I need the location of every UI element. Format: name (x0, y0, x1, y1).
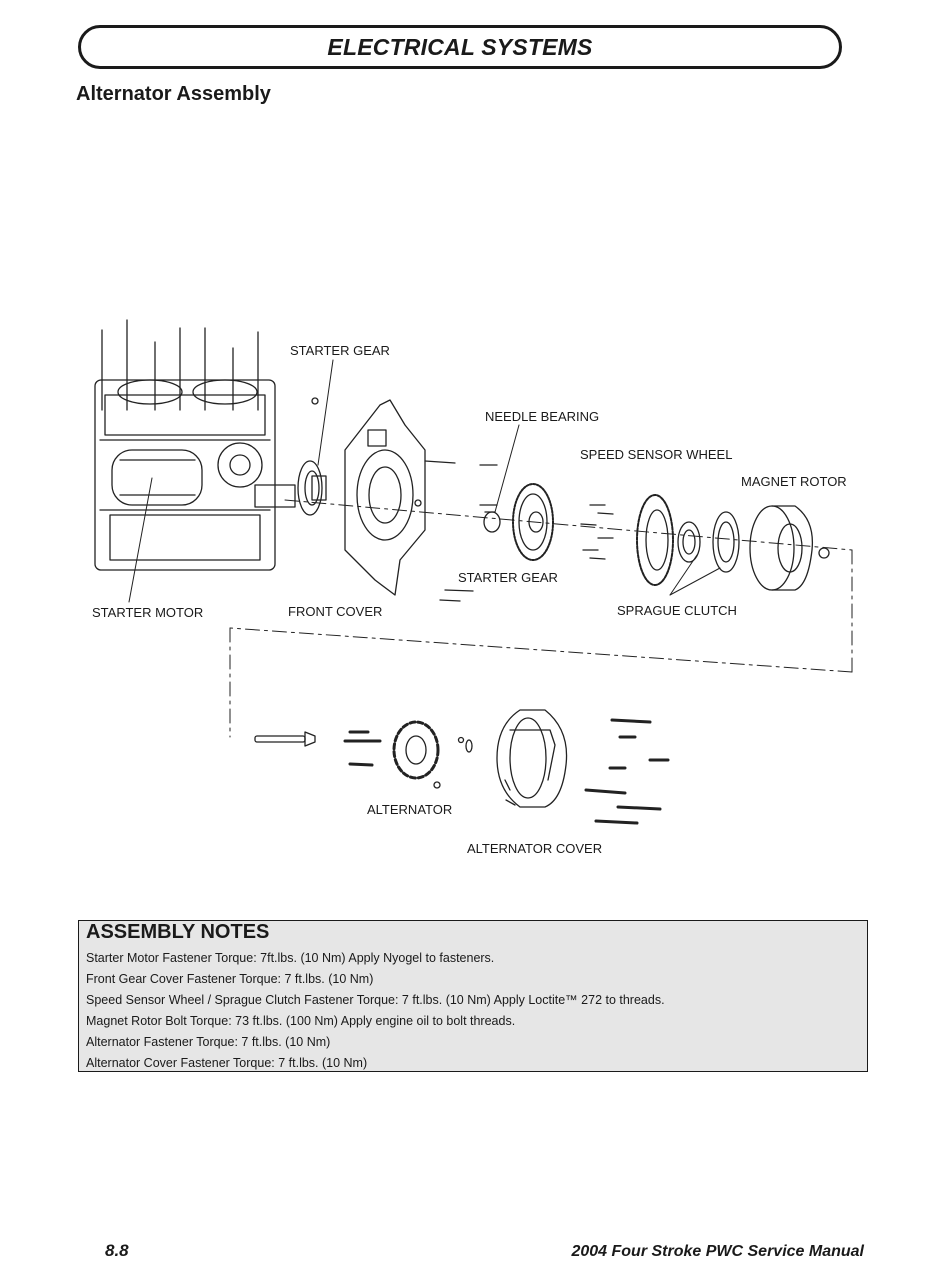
alternator-cover-drawing (496, 709, 568, 808)
needle-bearing-drawing (483, 511, 501, 533)
label-magnet-rotor: MAGNET ROTOR (741, 474, 847, 489)
assembly-notes-title: ASSEMBLY NOTES (86, 921, 270, 943)
label-sprague-clutch: SPRAGUE CLUTCH (617, 603, 737, 618)
magnet-rotor-drawing (749, 505, 830, 591)
exploded-view-diagram: STARTER GEAR NEEDLE BEARING SPEED SENSOR… (0, 300, 950, 880)
exploded-view-drawing (94, 319, 853, 825)
assembly-note: Magnet Rotor Bolt Torque: 73 ft.lbs. (10… (86, 1014, 516, 1028)
engine-block-drawing (94, 319, 296, 571)
axis-return-path (229, 549, 853, 738)
alternator-fasteners-drawing (343, 730, 382, 767)
starter-gear-middle-drawing (512, 483, 554, 561)
chapter-header: ELECTRICAL SYSTEMS (78, 25, 842, 69)
assembly-note: Front Gear Cover Fastener Torque: 7 ft.l… (86, 972, 374, 986)
assembly-note: Alternator Cover Fastener Torque: 7 ft.l… (86, 1056, 368, 1070)
label-needle-bearing: NEEDLE BEARING (485, 409, 600, 424)
front-cover-drawing (344, 399, 426, 596)
alternator-stator-drawing (392, 720, 473, 789)
front-cover-bolts-drawing (424, 460, 498, 602)
label-alternator: ALTERNATOR (367, 802, 453, 817)
sprague-clutch-drawing (677, 511, 740, 573)
label-speed-sensor-wheel: SPEED SENSOR WHEEL (580, 447, 733, 462)
manual-title: 2004 Four Stroke PWC Service Manual (571, 1243, 864, 1260)
section-title: Alternator Assembly (76, 83, 271, 105)
assembly-note: Starter Motor Fastener Torque: 7ft.lbs. … (86, 951, 495, 965)
speed-sensor-wheel-drawing (636, 494, 674, 586)
leader-lines (128, 359, 721, 603)
sensor-wheel-bolts-drawing (580, 504, 614, 560)
assembly-note: Alternator Fastener Torque: 7 ft.lbs. (1… (86, 1035, 331, 1049)
starter-gear-drawing (297, 397, 327, 516)
long-bolt-drawing (254, 731, 316, 747)
chapter-title: ELECTRICAL SYSTEMS (327, 34, 593, 60)
label-starter-gear: STARTER GEAR (290, 343, 390, 358)
assembly-note: Speed Sensor Wheel / Sprague Clutch Fast… (86, 993, 665, 1007)
assembly-notes-box: ASSEMBLY NOTES Starter Motor Fastener To… (78, 920, 868, 1072)
label-starter-motor: STARTER MOTOR (92, 605, 204, 620)
label-starter-gear-middle: STARTER GEAR (458, 570, 558, 585)
label-alternator-cover: ALTERNATOR COVER (467, 841, 603, 856)
alternator-cover-bolts-drawing (584, 718, 670, 825)
page-number: 8.8 (105, 1241, 129, 1260)
label-front-cover: FRONT COVER (288, 604, 383, 619)
assembly-notes-list: Starter Motor Fastener Torque: 7ft.lbs. … (86, 949, 665, 1075)
